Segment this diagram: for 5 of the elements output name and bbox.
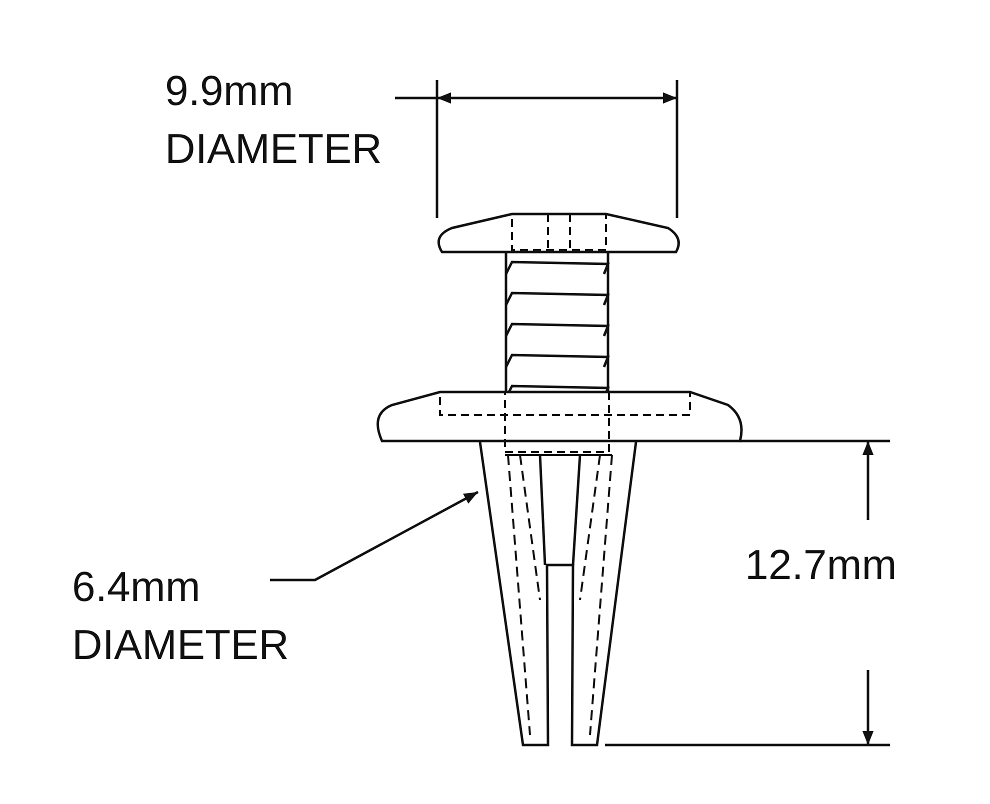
dimension-label: 6.4mm DIAMETER [72,558,312,674]
dimension-label: 12.7mm [745,540,898,590]
leader-line [270,490,479,582]
split-shank-drawing [478,442,638,748]
dimension-label: 9.9mm DIAMETER [165,66,384,174]
